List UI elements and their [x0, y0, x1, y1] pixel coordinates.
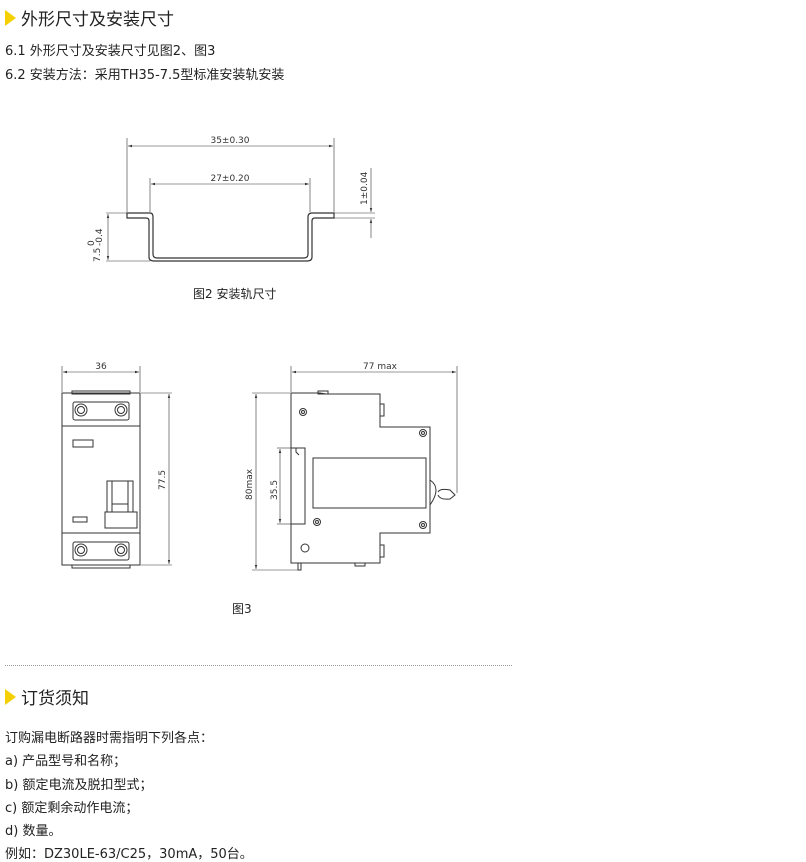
triangle-bullet-icon — [5, 688, 16, 705]
dim-rail-inner: 27±0.20 — [210, 174, 249, 184]
dim-rail-thickness: 1±0.04 — [360, 171, 370, 205]
dim-rail-tol-lower: -0.4 — [95, 228, 105, 246]
dim-front-height: 77.5 — [158, 470, 168, 490]
section-title-ordering: 订货须知 — [5, 684, 89, 709]
paragraph: 6.2 安装方法：采用TH35-7.5型标准安装轨安装 — [5, 68, 285, 83]
dim-side-height: 80max — [245, 468, 255, 500]
example-line: 例如：DZ30LE-63/C25，30mA，50台。 — [5, 847, 253, 862]
paragraph: 6.1 外形尺寸及安装尺寸见图2、图3 — [5, 44, 216, 59]
list-item: d) 数量。 — [5, 824, 62, 839]
paragraph: 订购漏电断路器时需指明下列各点： — [5, 731, 214, 746]
list-item: c) 额定剩余动作电流； — [5, 801, 139, 816]
dim-front-width: 36 — [95, 362, 107, 372]
list-item: a) 产品型号和名称； — [5, 754, 127, 769]
dim-rail-width: 35±0.30 — [210, 136, 249, 146]
section-title-text: 订货须知 — [21, 689, 89, 709]
figure-3-caption: 图3 — [232, 602, 252, 616]
breaker-side-view — [252, 366, 458, 571]
list-item: b) 额定电流及脱扣型式； — [5, 778, 153, 793]
figure-2-caption: 图2 安装轨尺寸 — [193, 287, 277, 301]
section-title-dimensions: 外形尺寸及安装尺寸 — [5, 5, 174, 30]
dotted-divider — [5, 665, 512, 666]
dim-rail-tol-upper: 0 — [87, 240, 97, 246]
triangle-bullet-icon — [5, 9, 16, 26]
dim-rail-height: 7.5 — [93, 248, 103, 262]
section-title-text: 外形尺寸及安装尺寸 — [21, 10, 174, 30]
figure-drawings: 35±0.30 27±0.20 1±0.04 7.5 0 -0.4 36 77.… — [61, 136, 458, 571]
dim-side-width: 77 max — [363, 362, 398, 372]
din-rail-drawing — [106, 138, 375, 262]
dim-rail-slot: 35.5 — [270, 480, 280, 500]
breaker-front-view — [61, 366, 172, 569]
